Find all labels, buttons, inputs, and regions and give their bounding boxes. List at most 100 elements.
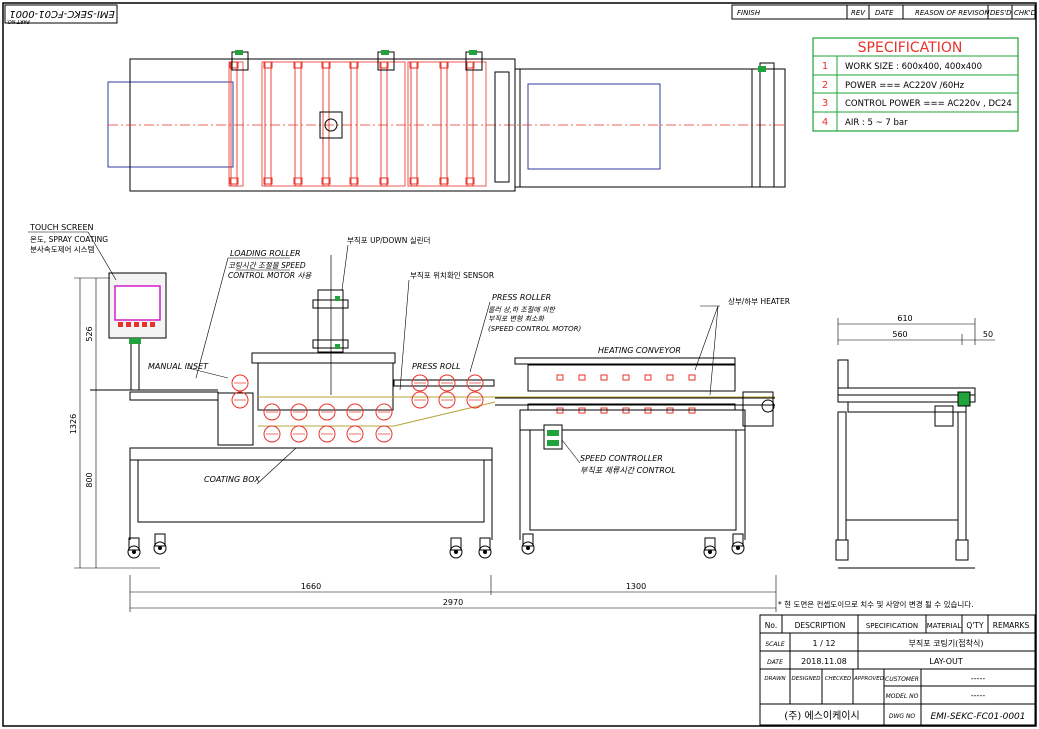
tb-company: (주) 에스이케이시 <box>784 710 859 722</box>
heater-element <box>666 374 674 381</box>
caster-hub <box>132 550 136 554</box>
spec-row-3-no: 3 <box>822 98 828 109</box>
callout-press-roller-desc-3: (SPEED CONTROL MOTOR) <box>488 325 581 333</box>
tb-customer-label: CUSTOMER <box>885 676 919 683</box>
tb-header-specification: SPECIFICATION <box>866 622 918 630</box>
spec-row-1-text: WORK SIZE : 600x400, 400x400 <box>845 62 982 72</box>
roller-frame <box>228 61 244 187</box>
caster-wheel <box>731 541 745 555</box>
tb-drawing-title: 부직포 코팅기(접착식) <box>908 638 983 648</box>
caster-hub <box>708 550 712 554</box>
callout-press-roller-desc-1: 롤러 상,하 조절에 의한 <box>488 306 556 314</box>
top-roller <box>322 61 330 187</box>
callout-manual-inset: MANUAL INSET <box>148 362 209 371</box>
roller-bracket <box>439 177 449 185</box>
tb-header-material: MATERIAL <box>927 622 962 630</box>
side-view <box>90 255 775 559</box>
tb-approved-label: APPROVED <box>853 676 884 682</box>
caster-hub <box>454 550 458 554</box>
tb-layout: LAY-OUT <box>929 657 963 666</box>
caster-wheel <box>449 545 463 559</box>
dim-560: 560 <box>892 330 907 339</box>
tb-date-label: DATE <box>767 659 783 666</box>
dim-1660: 1660 <box>301 582 321 591</box>
tb-checked-label: CHECKED <box>825 676 852 682</box>
tb-date-value: 2018.11.08 <box>801 657 847 666</box>
roller-circle <box>346 425 364 443</box>
roller-circle <box>466 391 484 409</box>
top-view-rollers <box>228 61 487 187</box>
roller-bracket <box>409 177 419 185</box>
rev-desd-label: DES'D <box>990 9 1012 17</box>
roller-frame <box>261 61 406 187</box>
dim-610: 610 <box>897 314 912 323</box>
roller-frame <box>407 61 487 187</box>
rev-label: REV <box>851 9 866 17</box>
callout-loading-roller-desc-2: CONTROL MOTOR 사용 <box>228 271 312 280</box>
dim-2970: 2970 <box>443 598 463 607</box>
tb-scale-label: SCALE <box>765 641 784 648</box>
tb-model-label: MODEL NO <box>886 693 919 700</box>
concept-note: * 현 도면은 컨셉도이므로 치수 및 사양이 변경 될 수 있습니다. <box>778 599 974 609</box>
tb-header-description: DESCRIPTION <box>795 621 846 630</box>
callout-press-roller-desc-2: 부직포 변형 최소화 <box>488 315 545 323</box>
rev-reason-label: REASON OF REVISON <box>915 9 990 17</box>
caster-wheel <box>153 541 167 555</box>
callout-loading-roller-desc-1: 코팅시간 조절을 SPEED <box>228 261 306 270</box>
caster-hub <box>158 546 162 550</box>
dim-526: 526 <box>85 326 94 341</box>
caster-mount <box>479 537 491 551</box>
roller-circle <box>290 425 308 443</box>
callout-coating-box: COATING BOX <box>204 475 260 484</box>
caster-hub <box>736 546 740 550</box>
callout-position-sensor: 부직포 위치확인 SENSOR <box>410 270 494 280</box>
top-roller <box>440 61 448 187</box>
roller-circle <box>263 403 281 421</box>
heater-element <box>578 374 586 381</box>
tb-header-remarks: REMARKS <box>993 621 1030 630</box>
roller-bracket <box>263 177 273 185</box>
specification-table: SPECIFICATION 1 WORK SIZE : 600x400, 400… <box>812 37 1019 132</box>
revision-block: FINISH REV DATE REASON OF REVISON DES'D … <box>731 4 1037 20</box>
heater-element <box>600 374 608 381</box>
callout-loading-roller: LOADING ROLLER <box>230 249 301 258</box>
title-block: No. DESCRIPTION SPECIFICATION MATERIAL Q… <box>759 614 1036 726</box>
top-roller <box>380 61 388 187</box>
roller-circle <box>375 425 393 443</box>
caster-wheel <box>127 545 141 559</box>
roller-circle <box>375 403 393 421</box>
callout-labels: TOUCH SCREEN 온도, SPRAY COATING 분사속도제어 시스… <box>29 223 974 609</box>
side-view-rollers <box>231 374 696 443</box>
callout-heater: 상부/하부 HEATER <box>728 296 790 306</box>
callout-heating-conveyor: HEATING CONVEYOR <box>598 346 681 355</box>
caster-mount <box>450 537 462 551</box>
callout-press-roll: PRESS ROLL <box>412 362 461 371</box>
callout-speed-controller-desc: 부직포 체류시간 CONTROL <box>580 466 676 475</box>
tb-model-value: ----- <box>971 691 986 700</box>
roller-circle <box>346 403 364 421</box>
rev-date-label: DATE <box>875 9 894 17</box>
callout-touch-screen-desc-1: 온도, SPRAY COATING <box>30 235 108 244</box>
caster-wheel <box>521 541 535 555</box>
dim-50: 50 <box>983 330 993 339</box>
spec-row-4-text: AIR : 5 ~ 7 bar <box>845 118 908 128</box>
roller-circle <box>290 403 308 421</box>
callout-press-roller: PRESS ROLLER <box>492 293 551 302</box>
top-roller <box>466 61 474 187</box>
tb-customer-value: ----- <box>971 674 986 683</box>
caster-hub <box>526 546 530 550</box>
caster-mount <box>704 537 716 551</box>
dimensions <box>74 277 995 612</box>
roller-bracket <box>229 177 239 185</box>
leader-lines <box>28 231 720 485</box>
caster-wheel <box>703 545 717 559</box>
heater-element <box>622 374 630 381</box>
roller-circle <box>438 374 456 392</box>
top-view <box>107 50 786 192</box>
roller-circle <box>466 374 484 392</box>
tb-designed-label: DESIGNED <box>792 676 821 682</box>
roller-bracket <box>349 177 359 185</box>
top-roller <box>264 61 272 187</box>
caster-mount <box>732 533 744 547</box>
